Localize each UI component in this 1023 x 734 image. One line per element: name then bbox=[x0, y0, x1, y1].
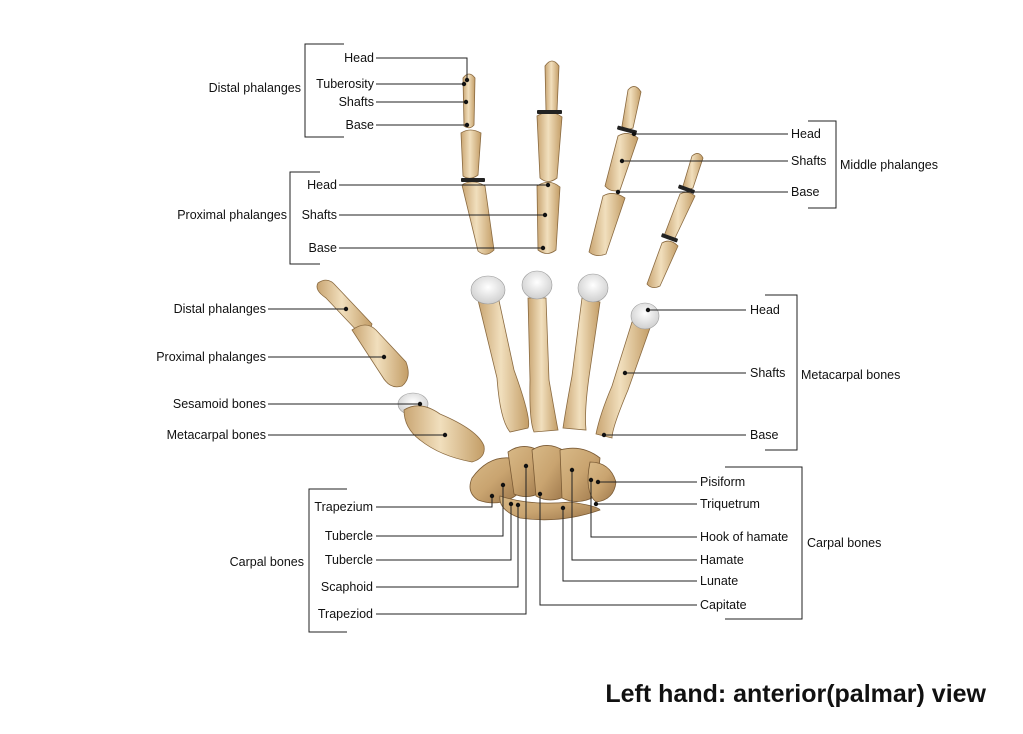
label-scaphoid: Scaphoid bbox=[321, 580, 373, 594]
label-middle-phalanges: Middle phalanges bbox=[840, 158, 938, 172]
label-triquetrum: Triquetrum bbox=[700, 497, 760, 511]
carpal-bones-cluster bbox=[469, 445, 617, 521]
diagram-title: Left hand: anterior(palmar) view bbox=[605, 680, 986, 708]
label-carpal-bones-right: Carpal bones bbox=[807, 536, 881, 550]
index-finger-bones bbox=[460, 73, 495, 255]
label-distal-base: Base bbox=[346, 118, 375, 132]
label-distal-phalanges: Distal phalanges bbox=[209, 81, 301, 95]
metacarpal-bones bbox=[470, 270, 660, 439]
brackets bbox=[289, 43, 837, 633]
label-proximal-base: Base bbox=[309, 241, 338, 255]
leader-lines bbox=[268, 57, 788, 615]
label-middle-shafts: Shafts bbox=[791, 154, 826, 168]
label-proximal-shafts: Shafts bbox=[302, 208, 337, 222]
label-meta-head: Head bbox=[750, 303, 780, 317]
label-trapezoid: Trapeziod bbox=[318, 607, 373, 621]
label-middle-head: Head bbox=[791, 127, 821, 141]
right-labels: Head Shafts Base Middle phalanges Head S… bbox=[700, 127, 938, 612]
label-tubercle-2: Tubercle bbox=[325, 553, 373, 567]
label-lunate: Lunate bbox=[700, 574, 738, 588]
label-distal-head: Head bbox=[344, 51, 374, 65]
label-distal-shafts: Shafts bbox=[339, 95, 374, 109]
label-trapezium: Trapezium bbox=[314, 500, 373, 514]
leader-dots bbox=[343, 77, 651, 511]
label-meta-base: Base bbox=[750, 428, 779, 442]
label-thumb-distal: Distal phalanges bbox=[174, 302, 266, 316]
ring-finger-bones bbox=[588, 86, 642, 256]
label-thumb-proximal: Proximal phalanges bbox=[156, 350, 266, 364]
label-hamate: Hamate bbox=[700, 553, 744, 567]
label-pisiform: Pisiform bbox=[700, 475, 745, 489]
little-finger-bones bbox=[646, 153, 704, 288]
label-hook-of-hamate: Hook of hamate bbox=[700, 530, 788, 544]
label-capitate: Capitate bbox=[700, 598, 747, 612]
label-meta-shafts: Shafts bbox=[750, 366, 785, 380]
label-distal-tuberosity: Tuberosity bbox=[316, 77, 375, 91]
label-thumb-metacarpal: Metacarpal bones bbox=[167, 428, 266, 442]
label-metacarpal-bones: Metacarpal bones bbox=[801, 368, 900, 382]
label-sesamoid: Sesamoid bones bbox=[173, 397, 266, 411]
label-proximal-phalanges: Proximal phalanges bbox=[177, 208, 287, 222]
hand-bones bbox=[316, 60, 704, 521]
label-middle-base: Base bbox=[791, 185, 820, 199]
left-labels: Distal phalanges Head Tuberosity Shafts … bbox=[156, 51, 375, 621]
label-tubercle-1: Tubercle bbox=[325, 529, 373, 543]
middle-finger-bones bbox=[536, 60, 563, 254]
label-proximal-head: Head bbox=[307, 178, 337, 192]
label-carpal-bones-left: Carpal bones bbox=[230, 555, 304, 569]
